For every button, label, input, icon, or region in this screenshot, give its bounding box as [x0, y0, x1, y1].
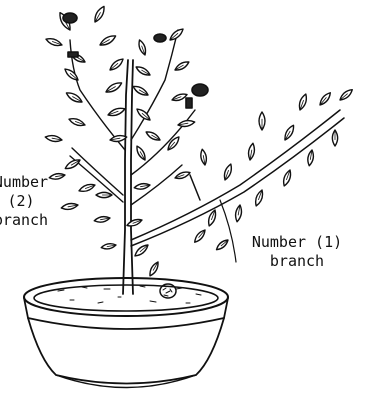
branch-2-label-line-1: Number [0, 173, 64, 192]
branch-1-label-line-1: Number (1) [238, 233, 356, 252]
branch-1-label-line-2: branch [238, 252, 356, 271]
flower-pot [24, 278, 228, 388]
soil [58, 286, 201, 303]
branch-2-label-line-3: branch [0, 211, 64, 230]
branch-2-label-line-2: (2) [0, 192, 64, 211]
branch-2-label: Number (2) branch [0, 173, 64, 230]
trunk [123, 60, 133, 294]
branch-1-label: Number (1) branch [238, 233, 356, 271]
